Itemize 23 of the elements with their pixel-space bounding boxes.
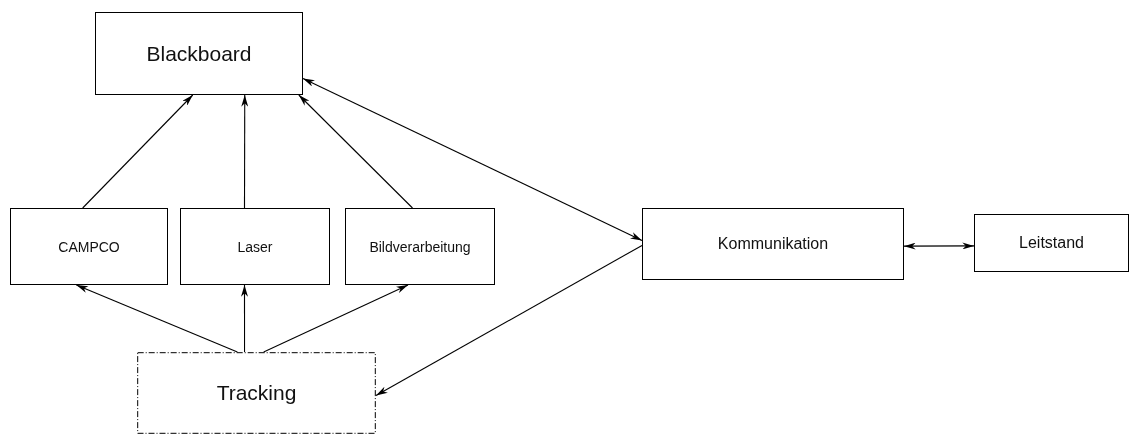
arrow [298,94,414,209]
arrow [263,284,409,353]
box-label: Leitstand [1019,234,1084,252]
process-box [180,208,330,285]
box-label: Bildverarbeitung [369,238,471,255]
arrow [241,94,249,209]
box-label: Blackboard [146,41,252,66]
process-box [642,208,904,280]
process-box [137,352,376,434]
arrow [82,94,194,209]
arrow [241,284,248,353]
box-label: Kommunikation [717,235,829,253]
box-label: Tracking [216,381,297,405]
arrow [375,244,643,396]
box-label: CAMPCO [58,238,120,255]
process-box [974,214,1129,272]
process-box [345,208,495,285]
process-box [95,12,303,95]
arrow [903,242,975,250]
box-label: Laser [237,238,273,255]
arrow [75,284,238,353]
arrow [302,77,643,241]
process-box [10,208,168,285]
